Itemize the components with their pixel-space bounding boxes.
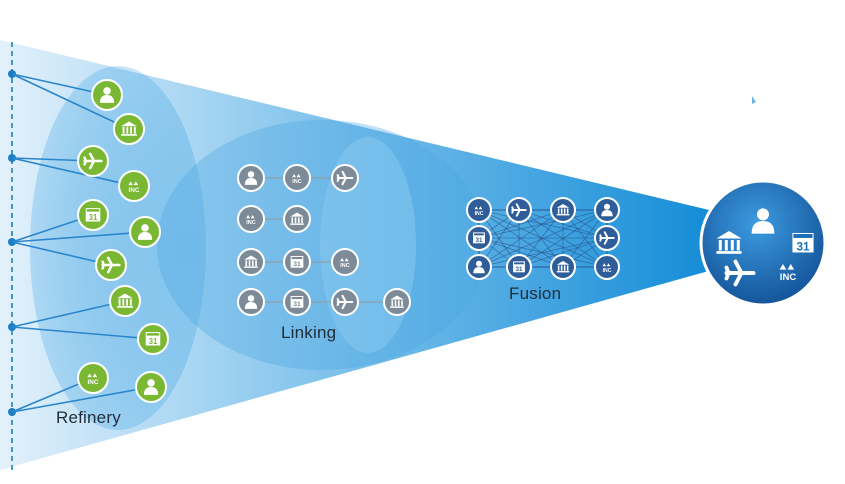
calendar-icon: 31 — [283, 248, 311, 276]
fusion-link — [518, 237, 608, 268]
fusion-link — [518, 209, 608, 268]
inc-icon: INC — [118, 170, 150, 202]
result-plane-icon — [724, 259, 756, 287]
person-icon — [129, 216, 161, 248]
refinery-link — [11, 326, 154, 340]
fusion-link — [478, 209, 608, 268]
plane-icon — [331, 288, 359, 316]
bank-icon — [550, 254, 576, 280]
result-inc-icon: INC — [779, 264, 797, 283]
inc-icon: INC — [594, 254, 620, 280]
result-calendar-icon: 31 — [792, 232, 814, 253]
fusion-link — [478, 209, 564, 268]
calendar-icon: 31 — [77, 199, 109, 231]
inc-text: INC — [88, 379, 99, 386]
refinery-link — [11, 73, 108, 96]
fusion-link — [478, 209, 608, 239]
bank-icon — [113, 113, 145, 145]
inc-icon: INC — [77, 362, 109, 394]
bank-icon — [550, 197, 576, 223]
calendar-day-text: 31 — [293, 261, 301, 268]
refinery-link — [11, 300, 126, 328]
refinery-link — [11, 157, 135, 187]
result-bank-icon — [716, 231, 742, 254]
refinery-link — [11, 386, 152, 413]
refinery-link — [11, 73, 130, 130]
calendar-icon: 31 — [506, 254, 532, 280]
plane-icon — [95, 249, 127, 281]
person-icon — [237, 288, 265, 316]
bank-icon — [283, 205, 311, 233]
refinery-label: Refinery — [56, 408, 121, 427]
fusion-label: Fusion — [509, 284, 562, 303]
fusion-link — [478, 237, 608, 268]
inc-text: INC — [292, 179, 302, 185]
plane-icon — [331, 164, 359, 192]
person-icon — [135, 371, 167, 403]
result-person-icon — [751, 208, 775, 234]
calendar-day-text: 31 — [293, 301, 301, 308]
person-icon — [91, 79, 123, 111]
bank-icon — [237, 248, 265, 276]
calendar-icon: 31 — [283, 288, 311, 316]
inc-text: INC — [246, 220, 256, 226]
bank-icon — [109, 285, 141, 317]
calendar-icon: 31 — [466, 225, 492, 251]
small-plane-icon — [752, 96, 756, 104]
plane-icon — [594, 225, 620, 251]
calendar-day-text: 31 — [515, 266, 523, 273]
calendar-day-text: 31 — [149, 337, 158, 346]
inc-text: INC — [603, 268, 612, 274]
bank-icon — [383, 288, 411, 316]
inc-text: INC — [475, 211, 484, 217]
plane-icon — [506, 197, 532, 223]
plane-icon — [77, 145, 109, 177]
fusion-link — [478, 209, 564, 239]
person-icon — [466, 254, 492, 280]
inc-icon: INC — [466, 197, 492, 223]
inc-text: INC — [129, 187, 140, 194]
calendar-day-text: 31 — [89, 213, 98, 222]
linking-label: Linking — [281, 323, 337, 342]
inc-text: INC — [780, 272, 797, 283]
inc-icon: INC — [331, 248, 359, 276]
refinery-link — [11, 231, 146, 243]
calendar-day-text: 31 — [475, 237, 483, 244]
inc-icon: INC — [237, 205, 265, 233]
calendar-icon: 31 — [137, 323, 169, 355]
fusion-link — [478, 237, 564, 268]
person-icon — [237, 164, 265, 192]
person-icon — [594, 197, 620, 223]
calendar-day-text: 31 — [796, 240, 810, 253]
inc-text: INC — [340, 263, 350, 269]
inc-icon: INC — [283, 164, 311, 192]
refinery-link — [11, 241, 112, 266]
